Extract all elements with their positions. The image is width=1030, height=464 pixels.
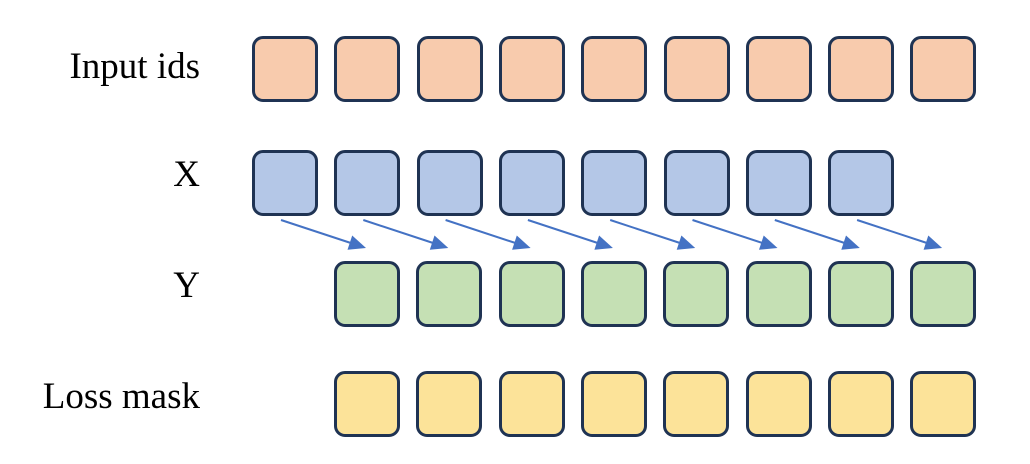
- cell-input-ids-6: [664, 36, 730, 102]
- arrow-shaft: [527, 219, 600, 245]
- arrow-shaft: [692, 219, 765, 245]
- cell-y-4: [581, 261, 647, 327]
- shift-arrow-6: [692, 219, 778, 250]
- arrow-head: [923, 235, 943, 250]
- cell-x-5: [581, 150, 647, 216]
- cell-x-3: [417, 150, 483, 216]
- cell-input-ids-2: [334, 36, 400, 102]
- shift-arrow-3: [445, 219, 531, 250]
- shift-arrow-1: [280, 219, 366, 250]
- row-label-input-ids: Input ids: [69, 46, 200, 87]
- cell-y-2: [416, 261, 482, 327]
- cell-input-ids-8: [828, 36, 894, 102]
- arrow-head: [512, 235, 531, 250]
- arrow-head: [676, 235, 696, 250]
- cell-input-ids-3: [417, 36, 483, 102]
- cell-y-8: [910, 261, 976, 327]
- cell-y-3: [499, 261, 565, 327]
- shift-arrow-2: [362, 219, 449, 250]
- shift-arrow-7: [774, 219, 860, 250]
- arrow-head: [841, 235, 860, 250]
- cell-input-ids-9: [910, 36, 976, 102]
- cell-loss-mask-3: [499, 371, 565, 437]
- cell-y-5: [663, 261, 729, 327]
- cell-input-ids-5: [581, 36, 647, 102]
- arrow-shaft: [445, 219, 518, 245]
- cell-loss-mask-7: [828, 371, 894, 437]
- arrow-shaft: [609, 219, 683, 245]
- cell-x-6: [664, 150, 730, 216]
- shift-arrow-5: [609, 219, 696, 250]
- cell-loss-mask-5: [663, 371, 729, 437]
- cell-loss-mask-8: [910, 371, 976, 437]
- cell-y-1: [334, 261, 400, 327]
- cell-x-2: [334, 150, 400, 216]
- cell-x-4: [499, 150, 565, 216]
- cell-input-ids-7: [746, 36, 812, 102]
- arrow-head: [759, 235, 778, 250]
- arrow-head: [594, 235, 613, 250]
- cell-y-6: [746, 261, 812, 327]
- cell-loss-mask-6: [746, 371, 812, 437]
- cell-y-7: [828, 261, 894, 327]
- cell-loss-mask-4: [581, 371, 647, 437]
- row-label-loss-mask: Loss mask: [42, 376, 200, 417]
- cell-input-ids-4: [499, 36, 565, 102]
- cell-loss-mask-1: [334, 371, 400, 437]
- cell-loss-mask-2: [416, 371, 482, 437]
- cell-x-8: [828, 150, 894, 216]
- arrow-shaft: [280, 219, 354, 245]
- arrow-head: [429, 235, 449, 250]
- cell-x-1: [252, 150, 318, 216]
- row-label-y: Y: [173, 265, 200, 306]
- arrow-head: [347, 235, 366, 250]
- shift-arrow-4: [527, 219, 613, 250]
- row-label-x: X: [173, 154, 200, 195]
- cell-x-7: [746, 150, 812, 216]
- cell-input-ids-1: [252, 36, 318, 102]
- arrow-shaft: [774, 219, 847, 245]
- shift-arrow-8: [856, 219, 943, 250]
- arrow-shaft: [856, 219, 930, 245]
- arrow-shaft: [362, 219, 436, 245]
